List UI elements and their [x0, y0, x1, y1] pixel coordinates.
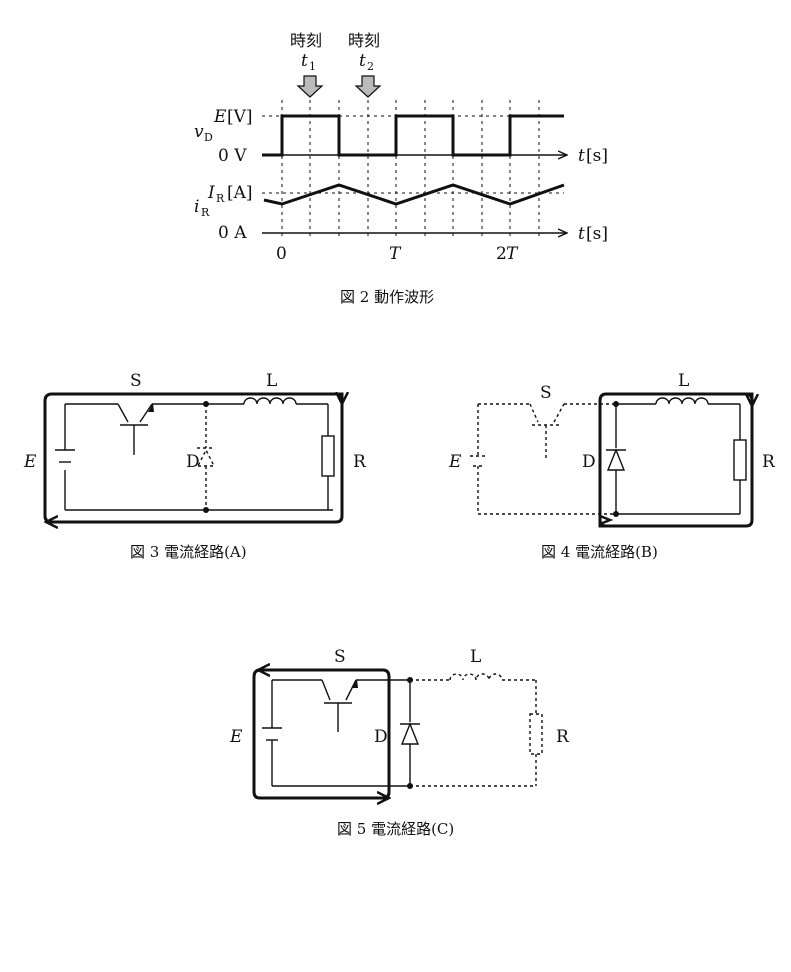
e-level-label: E	[213, 107, 227, 127]
zero-a-label: 0 A	[218, 223, 247, 243]
tick-zero: 0	[276, 244, 287, 264]
fig3-resistor	[321, 435, 335, 477]
zero-v-label: 0 V	[218, 146, 247, 166]
fig3-caption: 図 3 電流経路(A)	[130, 543, 247, 561]
current-path-c-figure: S L E D R 図 5 電流経路(C)	[229, 647, 570, 838]
ir-level-unit: [A]	[227, 183, 253, 203]
tick-2t-symbol: T	[506, 244, 519, 264]
fig4-current-arrow-bottom	[598, 514, 630, 528]
t1-subscript: 1	[309, 60, 316, 73]
fig5-l-label: L	[470, 647, 481, 667]
t2-down-arrow	[354, 75, 382, 98]
fig3-diode-dashed	[196, 448, 216, 467]
fig4-resistor	[733, 439, 747, 481]
time-label-2: 時刻	[348, 31, 380, 50]
fig3-current-arrow-top	[312, 394, 342, 404]
time-label-1: 時刻	[290, 31, 322, 50]
fig4-current-arrow-top	[730, 392, 752, 406]
current-path-b-figure: S L E D R 図 4 電流経路(B)	[448, 371, 776, 561]
fig4-caption: 図 4 電流経路(B)	[541, 543, 658, 561]
t1-down-arrow	[296, 75, 324, 98]
tick-2t-number: 2	[496, 244, 507, 264]
vd-t-axis-label: t	[578, 146, 585, 166]
t1-label: t	[301, 51, 308, 71]
fig5-diode	[400, 722, 420, 745]
vd-square-wave	[262, 114, 564, 157]
fig4-r-label: R	[762, 452, 776, 472]
fig5-caption: 図 5 電流経路(C)	[337, 820, 454, 838]
fig3-l-label: L	[266, 371, 277, 391]
fig4-d-label: D	[582, 452, 596, 472]
e-level-unit: [V]	[227, 107, 253, 127]
fig5-s-label: S	[334, 647, 346, 667]
t2-label: t	[359, 51, 366, 71]
fig5-d-label: D	[374, 727, 388, 747]
fig5-resistor-dashed	[529, 713, 543, 755]
fig3-s-label: S	[130, 371, 142, 391]
ir-t-axis-unit: [s]	[586, 224, 608, 244]
tick-t: T	[389, 244, 402, 264]
ir-level-label: I	[207, 183, 215, 203]
fig4-inductor	[655, 397, 709, 405]
fig5-r-label: R	[556, 727, 570, 747]
fig5-inductor-dashed	[449, 673, 503, 681]
operating-waveform-figure: 時刻 t 1 時刻 t 2 v D E [V] 0 V t	[194, 31, 608, 306]
fig3-e-label: E	[23, 452, 37, 472]
fig3-inductor	[243, 397, 297, 405]
fig4-diode	[606, 448, 626, 471]
fig4-l-label: L	[678, 371, 689, 391]
ir-triangle-wave	[263, 183, 565, 206]
fig2-caption: 図 2 動作波形	[340, 288, 434, 306]
fig3-d-label: D	[186, 452, 200, 472]
ir-subscript: R	[201, 206, 210, 219]
fig3-r-label: R	[353, 452, 367, 472]
vd-subscript: D	[204, 131, 213, 144]
fig5-e-label: E	[229, 727, 243, 747]
ir-level-subscript: R	[216, 192, 225, 205]
vd-label: v	[194, 122, 204, 142]
time-gridlines	[281, 100, 540, 237]
current-path-a-figure: S L E D R 図 3 電流経路(A)	[23, 371, 367, 561]
ir-t-axis-label: t	[578, 224, 585, 244]
t2-subscript: 2	[367, 60, 374, 73]
fig4-s-label: S	[540, 383, 552, 403]
vd-t-axis-unit: [s]	[586, 146, 608, 166]
ir-label: i	[194, 197, 199, 217]
fig4-e-label: E	[448, 452, 462, 472]
